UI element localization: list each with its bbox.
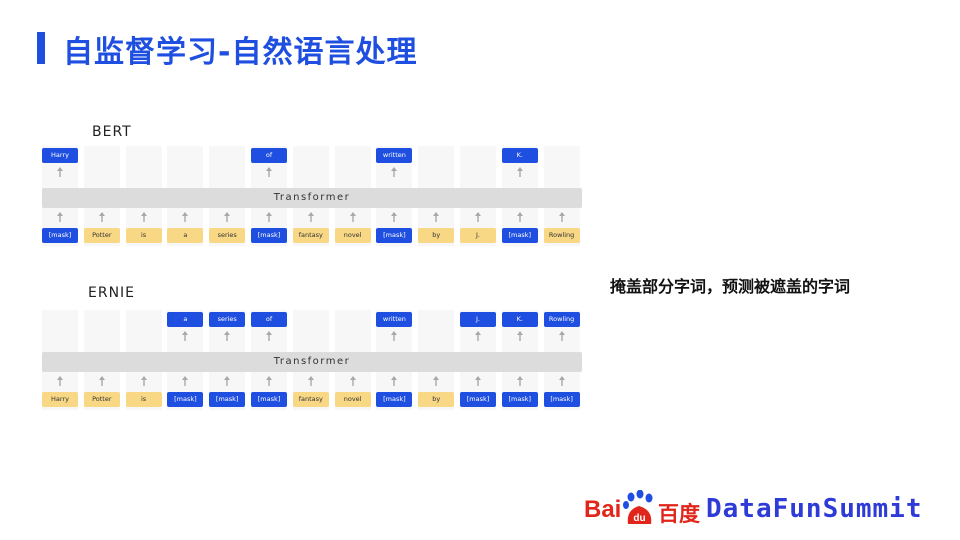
- bert-input-token: series: [209, 228, 246, 243]
- ernie-output-arrow-icon: [182, 331, 189, 341]
- bert-transformer-block: Transformer: [42, 188, 582, 208]
- ernie-input-token: Harry: [42, 392, 78, 407]
- ernie-output-arrow-icon: [224, 331, 231, 341]
- bert-output-token: written: [376, 148, 413, 163]
- bert-input-arrow-icon: [391, 212, 398, 222]
- ernie-input-arrow-icon: [224, 376, 231, 386]
- bert-output-token: of: [251, 148, 287, 163]
- ernie-output-token: Rowling: [543, 312, 580, 327]
- bert-input-token: Potter: [83, 228, 120, 243]
- bert-input-arrow-icon: [307, 212, 314, 222]
- ernie-input-arrow-icon: [516, 376, 523, 386]
- ernie-output-token: a: [167, 312, 204, 327]
- title-accent-bar: [37, 32, 45, 64]
- ernie-input-arrow-icon: [57, 376, 63, 386]
- bert-input-token: by: [418, 228, 455, 243]
- bert-input-token: [mask]: [501, 228, 538, 243]
- ernie-input-arrow-icon: [391, 376, 398, 386]
- bert-input-arrow-icon: [475, 212, 481, 222]
- bert-output-arrow-icon: [391, 167, 398, 177]
- ernie-output-token: J.: [460, 312, 496, 327]
- bert-output-arrow-icon: [57, 167, 63, 177]
- footer-logo: Bai du 百度 DataFunSummit: [584, 490, 954, 530]
- ernie-output-arrow-icon: [391, 331, 398, 341]
- bert-input-arrow-icon: [516, 212, 523, 222]
- ernie-input-token: novel: [334, 392, 371, 407]
- ernie-output-arrow-icon: [475, 331, 481, 341]
- bert-input-arrow-icon: [140, 212, 147, 222]
- ernie-output-token: K.: [501, 312, 538, 327]
- ernie-input-token: [mask]: [251, 392, 287, 407]
- bert-input-token: a: [167, 228, 204, 243]
- ernie-input-token: [mask]: [167, 392, 204, 407]
- bert-output-token: K.: [501, 148, 538, 163]
- bert-input-arrow-icon: [558, 212, 565, 222]
- bert-input-arrow-icon: [182, 212, 189, 222]
- ernie-input-token: [mask]: [501, 392, 538, 407]
- ernie-input-arrow-icon: [433, 376, 440, 386]
- ernie-input-token: [mask]: [460, 392, 496, 407]
- bert-input-arrow-icon: [224, 212, 231, 222]
- ernie-output-arrow-icon: [558, 331, 565, 341]
- bert-input-token: fantasy: [292, 228, 329, 243]
- ernie-label: ERNIE: [88, 285, 136, 301]
- baidu-paw-icon: du: [623, 490, 653, 524]
- ernie-input-token: [mask]: [376, 392, 413, 407]
- mask-prediction-note: 掩盖部分字词，预测被遮盖的字词: [610, 277, 851, 296]
- ernie-input-token: [mask]: [209, 392, 246, 407]
- ernie-output-token: written: [376, 312, 413, 327]
- bert-output-token: Harry: [42, 148, 78, 163]
- bert-input-token: novel: [334, 228, 371, 243]
- ernie-output-token: series: [209, 312, 246, 327]
- bert-input-token: Rowling: [543, 228, 580, 243]
- ernie-output-arrow-icon: [266, 331, 272, 341]
- bert-input-arrow-icon: [349, 212, 356, 222]
- ernie-input-token: [mask]: [543, 392, 580, 407]
- bert-input-arrow-icon: [433, 212, 440, 222]
- ernie-input-arrow-icon: [140, 376, 147, 386]
- ernie-input-arrow-icon: [307, 376, 314, 386]
- bert-input-arrow-icon: [57, 212, 63, 222]
- bert-input-arrow-icon: [98, 212, 105, 222]
- bert-output-arrow-icon: [516, 167, 523, 177]
- bert-input-token: [mask]: [251, 228, 287, 243]
- bert-input-token: J.: [460, 228, 496, 243]
- ernie-input-arrow-icon: [266, 376, 272, 386]
- ernie-input-arrow-icon: [558, 376, 565, 386]
- baidu-logo-text-mid: du: [633, 513, 645, 524]
- ernie-input-arrow-icon: [475, 376, 481, 386]
- slide-title: 自监督学习-自然语言处理: [63, 35, 418, 70]
- ernie-input-arrow-icon: [349, 376, 356, 386]
- ernie-input-arrow-icon: [98, 376, 105, 386]
- ernie-transformer-block: Transformer: [42, 352, 582, 372]
- ernie-input-token: fantasy: [292, 392, 329, 407]
- bert-input-token: [mask]: [42, 228, 78, 243]
- bert-output-arrow-icon: [266, 167, 272, 177]
- ernie-input-token: Potter: [83, 392, 120, 407]
- bert-input-token: is: [125, 228, 162, 243]
- bert-input-token: [mask]: [376, 228, 413, 243]
- ernie-input-arrow-icon: [182, 376, 189, 386]
- bert-input-arrow-icon: [266, 212, 272, 222]
- ernie-input-token: is: [125, 392, 162, 407]
- baidu-logo-text-right: 百度: [658, 502, 700, 526]
- ernie-output-token: of: [251, 312, 287, 327]
- bert-label: BERT: [92, 124, 132, 140]
- ernie-output-arrow-icon: [516, 331, 523, 341]
- datafun-summit-logo: DataFunSummit: [706, 494, 923, 524]
- baidu-logo-text-left: Bai: [584, 496, 622, 523]
- ernie-input-token: by: [418, 392, 455, 407]
